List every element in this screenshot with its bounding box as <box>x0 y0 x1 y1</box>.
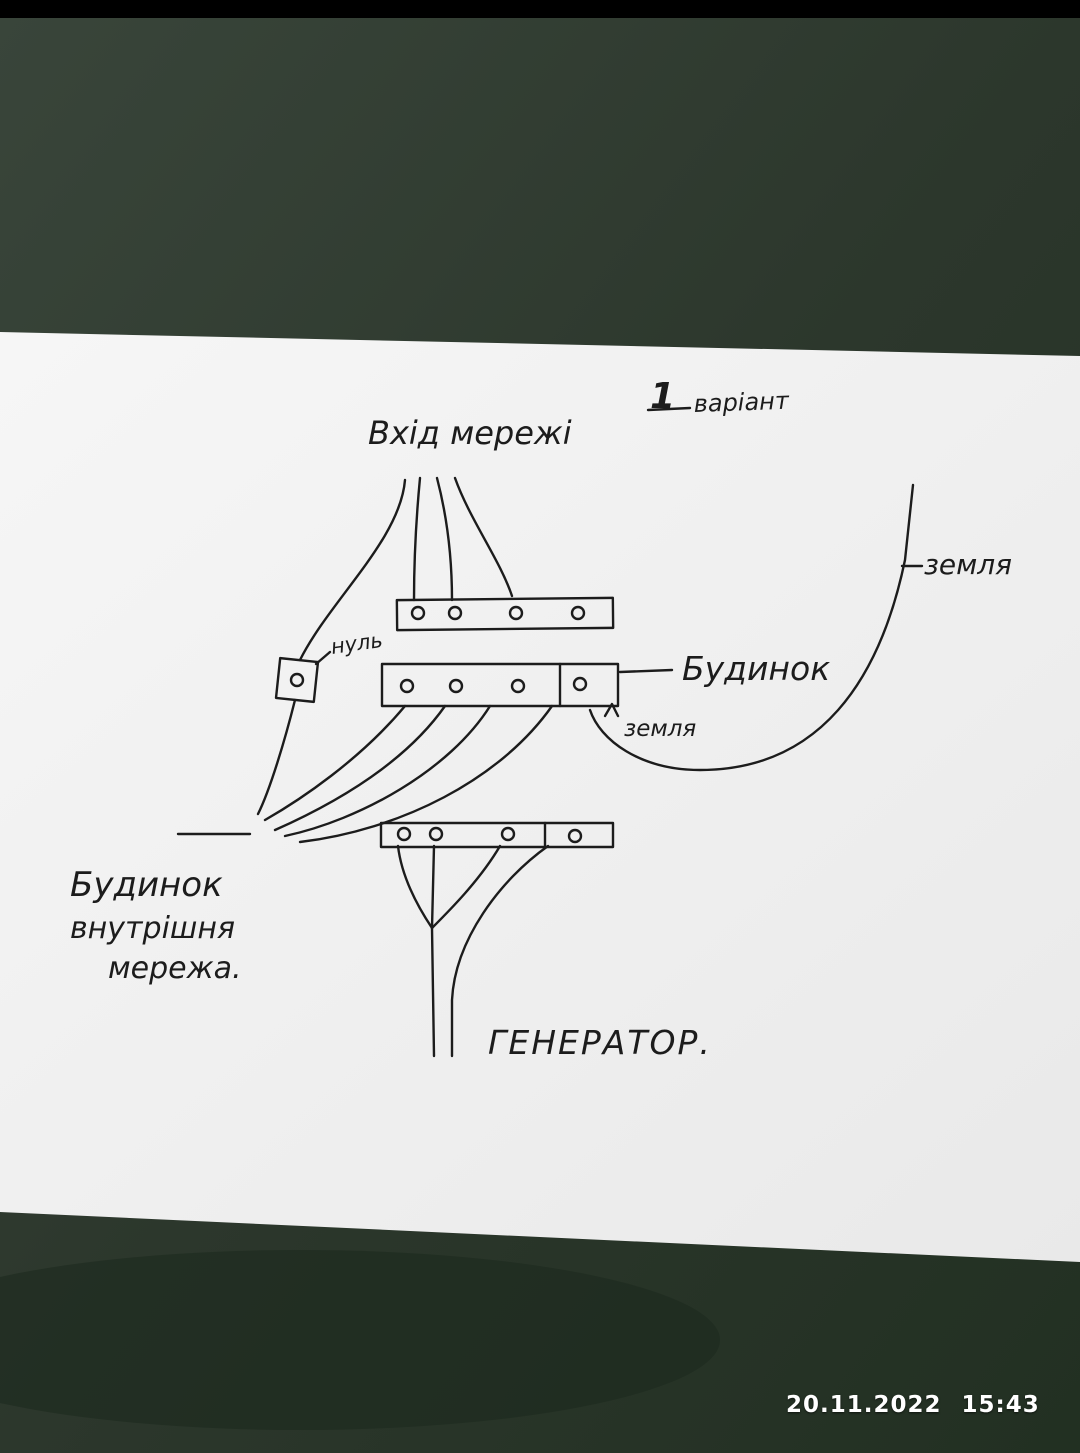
photo-timestamp: 20.11.2022 15:43 <box>786 1392 1040 1418</box>
screw <box>447 605 463 621</box>
photo-canvas: 1 варіант Вхід мережі нуль Будинок земля… <box>0 18 1080 1453</box>
screw <box>570 605 586 621</box>
label-ground-top: земля <box>924 548 1012 581</box>
wiring-diagram <box>176 406 924 1058</box>
screw <box>410 605 426 621</box>
wire-gen-4 <box>450 844 550 1058</box>
screw <box>399 678 415 694</box>
diagram-title: Вхід мережі <box>368 414 572 452</box>
screw <box>396 826 412 842</box>
wire-input-neutral <box>298 478 407 662</box>
wire-gen-3 <box>430 844 502 930</box>
wire-gen-1 <box>396 844 434 930</box>
timestamp-time: 15:43 <box>961 1392 1040 1418</box>
house-pointer <box>618 668 674 674</box>
screw <box>508 605 524 621</box>
label-ground-arrow: земля <box>624 716 696 742</box>
wire-house-1 <box>263 704 407 822</box>
paper-sheet <box>0 332 1080 1262</box>
wire-input-2 <box>435 476 454 602</box>
variant-number: 1 <box>650 376 675 417</box>
screw <box>572 676 588 692</box>
screw <box>510 678 526 694</box>
label-house: Будинок <box>682 649 830 688</box>
wire-gen-2 <box>430 844 436 930</box>
wire-ground <box>588 483 915 772</box>
wire-house-3 <box>283 704 492 838</box>
wire-house-neutral <box>256 698 297 816</box>
neutral-pointer <box>314 650 332 666</box>
variant-label: варіант <box>693 387 790 418</box>
wire-input-1 <box>412 476 422 602</box>
wire-gen-common <box>430 926 436 1058</box>
label-inner-line2: внутрішня <box>70 911 235 946</box>
ground-arrow <box>603 702 620 718</box>
screw <box>500 826 516 842</box>
wire-input-3 <box>453 476 514 598</box>
timestamp-date: 20.11.2022 <box>786 1392 942 1418</box>
terminal-block-house <box>380 662 620 708</box>
screw <box>567 828 583 844</box>
terminal-block-generator <box>379 821 615 849</box>
screw <box>289 672 305 688</box>
label-inner-line3: мережа. <box>108 951 242 986</box>
screw <box>448 678 464 694</box>
label-inner-line1: Будинок <box>70 865 223 905</box>
table-shade <box>0 1250 720 1430</box>
screw <box>428 826 444 842</box>
wire-house-4 <box>298 704 554 844</box>
variant-underline <box>646 406 692 412</box>
wire-house-2 <box>273 704 447 832</box>
terminal-block-input <box>395 596 615 632</box>
top-status-bar <box>0 0 1080 18</box>
label-generator: ГЕНЕРАТОР. <box>488 1023 712 1062</box>
